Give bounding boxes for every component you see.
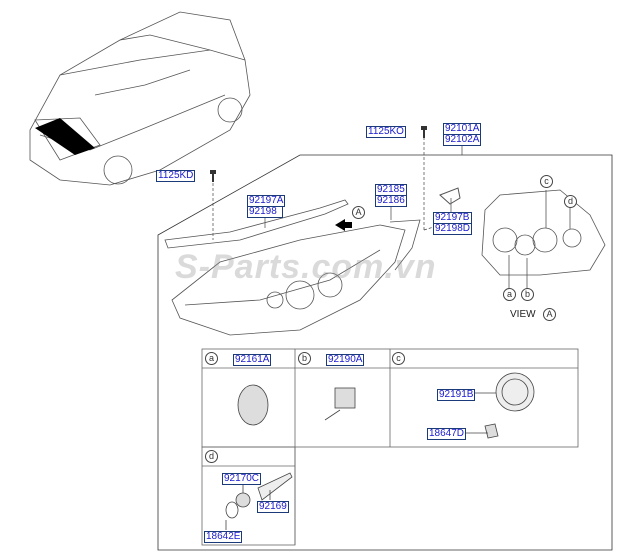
detail-a-letter: a	[205, 352, 218, 365]
view-ref-callout: A	[352, 206, 365, 219]
callout-d: d	[564, 195, 577, 208]
detail-d-letter: d	[205, 450, 218, 463]
part-label-upper-trim: 92197A 92198	[247, 195, 286, 218]
callout-c: c	[540, 175, 553, 188]
part-label-seal: 92185 92186	[375, 184, 407, 207]
part-label-headlamp-assy: 92101A 92102A	[443, 123, 482, 146]
part-label-92191b[interactable]: 92191B	[437, 389, 476, 401]
rear-view-drawing	[481, 189, 606, 288]
detail-grid	[201, 348, 579, 546]
part-label-92186[interactable]: 92186	[375, 195, 407, 207]
part-label-92169[interactable]: 92169	[257, 501, 289, 513]
part-label-92198d[interactable]: 92198D	[433, 223, 473, 235]
part-label-92198[interactable]: 92198	[247, 206, 283, 218]
view-label: VIEW	[510, 309, 536, 320]
assembly-border	[157, 154, 613, 551]
part-label-92190a[interactable]: 92190A	[326, 354, 365, 366]
part-label-18647d[interactable]: 18647D	[427, 428, 467, 440]
part-label-92161a[interactable]: 92161A	[233, 354, 272, 366]
callout-b: b	[521, 288, 534, 301]
detail-b-letter: b	[298, 352, 311, 365]
callout-a: a	[503, 288, 516, 301]
part-label-1125kd[interactable]: 1125KD	[156, 170, 196, 182]
view-ref: A	[543, 308, 556, 321]
view-arrow-icon	[335, 219, 352, 231]
headlamp-drawing	[171, 224, 406, 336]
seal-drawing	[389, 219, 421, 271]
bracket-drawing	[439, 187, 461, 205]
part-label-92102a[interactable]: 92102A	[443, 134, 482, 146]
watermark: S-Parts.com.vn	[175, 248, 437, 286]
upper-trim-drawing	[164, 199, 349, 249]
bolt-icons	[210, 126, 427, 182]
part-label-92170c[interactable]: 92170C	[222, 473, 262, 485]
detail-c-letter: c	[392, 352, 405, 365]
part-label-1125ko[interactable]: 1125KO	[366, 126, 406, 138]
part-label-18642e[interactable]: 18642E	[204, 531, 243, 543]
detail-part-drawings	[225, 372, 535, 530]
vehicle-illustration	[29, 11, 251, 186]
highlighted-headlamp-area	[35, 118, 95, 155]
part-label-bracket: 92197B 92198D	[433, 212, 473, 235]
